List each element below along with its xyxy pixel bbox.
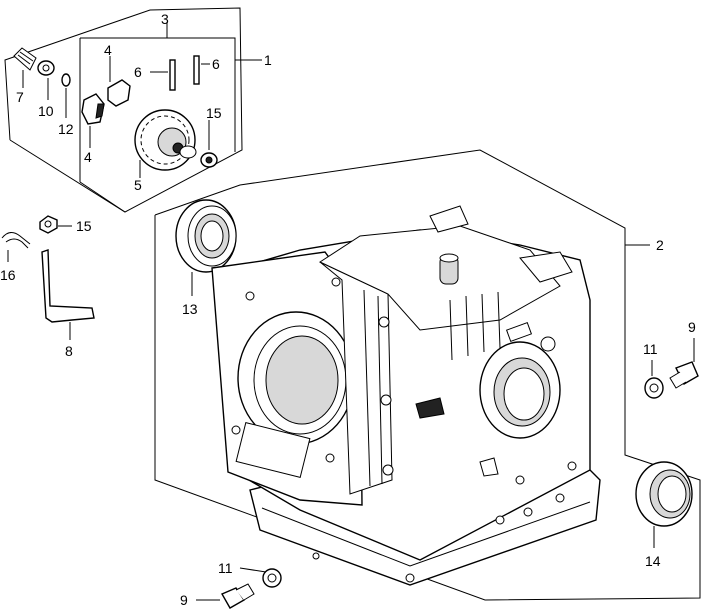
governor-weight-upper: [107, 56, 131, 107]
oil-seal-14: [635, 461, 693, 548]
washer-10: [37, 60, 55, 100]
pin-6-left: [150, 59, 176, 91]
callout-1: 1: [264, 52, 272, 68]
callout-6-right: 6: [212, 56, 220, 72]
callout-4-lower: 4: [84, 149, 92, 165]
drain-bolt-9-bottom: [196, 583, 255, 609]
callout-3: 3: [161, 11, 169, 27]
callout-6-left: 6: [134, 64, 142, 80]
callout-9-bottom: 9: [180, 592, 188, 608]
governor-group-outline: [4, 7, 262, 213]
washer-12: [61, 73, 71, 118]
washer-11-bottom: [239, 567, 282, 588]
callout-15-upper: 15: [206, 105, 222, 121]
callout-8: 8: [65, 343, 73, 359]
callout-14: 14: [645, 553, 661, 569]
callout-11-bottom: 11: [218, 560, 233, 576]
callout-2: 2: [656, 237, 664, 253]
callout-4-upper: 4: [104, 42, 112, 58]
governor-weight-lower: [81, 93, 105, 148]
callout-11-right: 11: [643, 341, 658, 357]
callout-16: 16: [0, 267, 16, 283]
rod-8: [41, 249, 95, 340]
drain-bolt-9-right: [669, 338, 699, 389]
governor-gear: [134, 109, 197, 178]
callout-12: 12: [58, 121, 74, 137]
callout-labels: 3 1 4 4 6 6 5 15 7 10 12 15 16 8 13 2 11…: [0, 11, 696, 608]
callout-13: 13: [182, 301, 198, 317]
governor-arm-bolt: [13, 47, 37, 88]
nut-15: [39, 215, 72, 234]
washer-11-right: [644, 360, 664, 399]
ball-bearing-13: [175, 199, 237, 296]
clip-16: [1, 232, 31, 262]
crankcase: [211, 205, 601, 586]
pin-6-right: [193, 55, 210, 85]
callout-9-right: 9: [688, 319, 696, 335]
callout-7: 7: [16, 89, 24, 105]
callout-15-left: 15: [76, 218, 92, 234]
callout-10: 10: [38, 103, 54, 119]
washer-15-governor: [200, 120, 218, 168]
callout-5: 5: [134, 177, 142, 193]
